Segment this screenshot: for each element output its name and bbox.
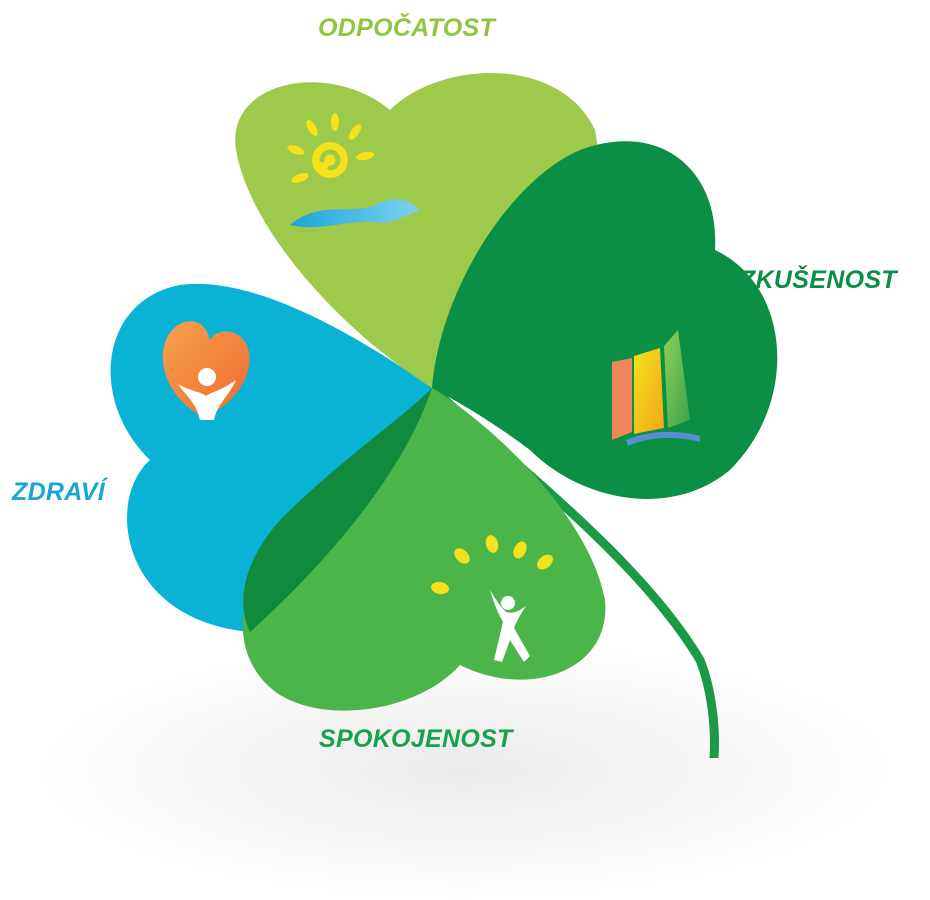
wave-icon: [290, 199, 420, 228]
leaf-zkusenost: [432, 141, 778, 499]
leaf-overlap: [243, 388, 432, 632]
label-zdravi: ZDRAVÍ: [12, 478, 105, 506]
book-icon: [612, 330, 700, 446]
sun-icon: [287, 113, 374, 183]
clover-diagram: [110, 72, 778, 758]
label-odpocatost: ODPOČATOST: [318, 14, 496, 42]
label-zkusenost: ZKUŠENOST: [740, 266, 897, 294]
label-spokojenost: SPOKOJENOST: [319, 725, 513, 753]
growing-person-icon: [431, 535, 553, 662]
heart-person-icon: [162, 321, 250, 420]
